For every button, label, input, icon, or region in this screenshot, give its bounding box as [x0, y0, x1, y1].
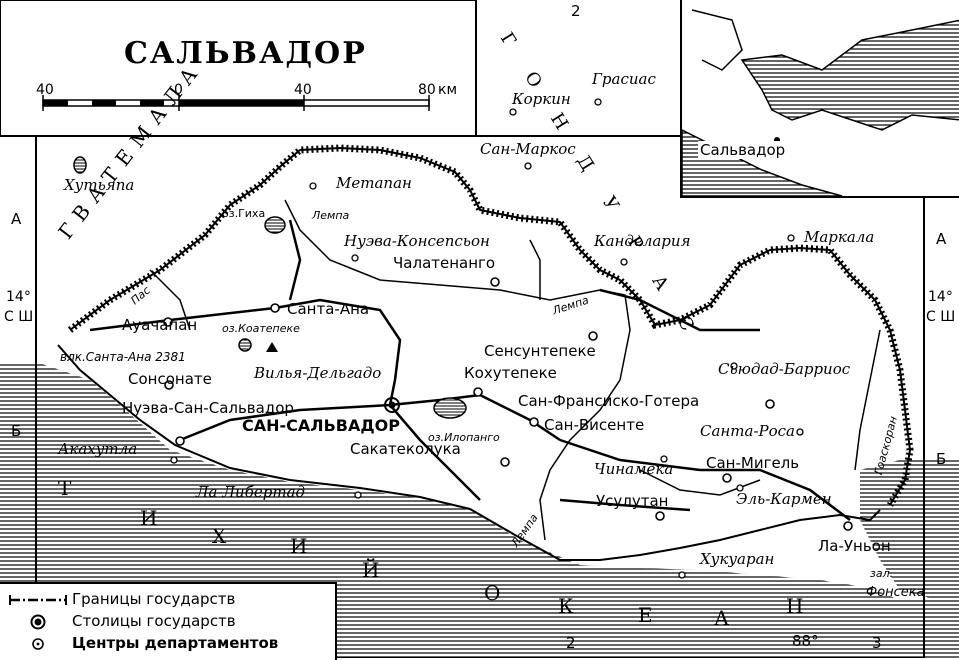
place-label: Нуэва-Консепсьон	[344, 232, 490, 250]
place-label: Эль-Кармен	[736, 490, 832, 508]
legend: Границы государств Столицы государств Це…	[0, 582, 337, 660]
place-label: Канделария	[594, 232, 691, 250]
volcano-triangle	[266, 342, 278, 352]
settlement-markers	[170, 98, 804, 579]
grid-label: А	[936, 230, 947, 248]
place-label: Санта-Роса	[700, 422, 796, 440]
place-label: Маркала	[804, 228, 875, 246]
ocean-letter: Й	[362, 558, 381, 582]
locator-inset: Сальвадор	[680, 0, 959, 198]
place-label: Метапан	[336, 174, 412, 192]
coastline	[57, 344, 881, 561]
grid-label: Б	[936, 450, 947, 468]
scale-tick-label: 0	[174, 82, 183, 98]
grid-label: А	[11, 210, 22, 228]
department-center-label: Нуэва-Сан-Сальвадор	[122, 399, 294, 417]
place-label: Грасиас	[592, 70, 656, 88]
legend-label: Столицы государств	[72, 612, 236, 630]
grid-label: 14°	[6, 289, 31, 305]
gulf-label: зал.	[870, 567, 894, 580]
scale-tick-label: 80	[418, 82, 436, 98]
department-center-label: Кохутепеке	[464, 364, 557, 382]
grid-label: Б	[11, 422, 22, 440]
department-center-label: Усулутан	[596, 492, 669, 510]
scale-unit: км	[438, 82, 458, 98]
grid-label: 2	[566, 634, 576, 652]
scale-bar	[42, 95, 430, 111]
grid-label: 2	[571, 2, 581, 20]
ocean-letter: Е	[638, 603, 654, 627]
grid-label: 3	[872, 634, 882, 652]
lake-label: оз.Коатепеке	[222, 322, 300, 335]
roads	[89, 219, 851, 521]
lake-label: оз.Илопанго	[428, 431, 500, 444]
scale-tick-label: 40	[294, 82, 312, 98]
grid-label: С Ш	[4, 309, 34, 325]
department-center-label: Сонсонате	[128, 370, 212, 388]
place-label: Чинамека	[594, 460, 674, 478]
ocean-letter: И	[140, 506, 159, 530]
volcano-label: влк.Санта-Ана 2381	[60, 350, 186, 364]
ocean-letter: Х	[212, 524, 228, 548]
place-label: Вилья-Дельгадо	[254, 364, 382, 382]
department-center-icon	[32, 638, 44, 650]
state-border	[67, 144, 914, 507]
place-label: Акахутла	[58, 440, 138, 458]
lake-guija	[264, 216, 286, 234]
grid-label: С Ш	[926, 309, 956, 325]
river-label: Лемпа	[312, 209, 350, 222]
department-center-label: Сенсунтепеке	[484, 342, 596, 360]
place-label: Коркин	[512, 90, 571, 108]
ocean-letter: А	[714, 606, 731, 630]
inset-map	[682, 9, 959, 196]
place-label: Ла-Либертад	[196, 483, 306, 501]
place-label: Хукуаран	[700, 550, 775, 568]
department-center-label: Ла-Уньон	[818, 537, 891, 555]
department-center-label: Сан-Висенте	[544, 416, 645, 434]
department-center-markers	[163, 277, 853, 531]
department-center-label: Сан-Франсиско-Готера	[518, 392, 700, 410]
department-center-label: Сакатеколука	[350, 440, 461, 458]
ocean-letter: О	[484, 581, 502, 605]
scale-tick-label: 40	[36, 82, 54, 98]
ocean-letter: Н	[786, 594, 805, 618]
ocean-letter: Т	[58, 476, 73, 500]
markers	[384, 397, 400, 413]
ocean	[0, 362, 959, 658]
inset-label: Сальвадор	[698, 141, 788, 159]
department-center-label: Чалатенанго	[393, 254, 496, 272]
department-center-label: Ауачапан	[122, 316, 198, 334]
map-title: САЛЬВАДОР	[124, 36, 367, 71]
legend-label: Границы государств	[72, 590, 236, 608]
lake-hutiapa	[73, 156, 87, 174]
legend-label: Центры департаментов	[72, 634, 279, 652]
border-icon	[9, 595, 67, 605]
ocean-letter: К	[558, 594, 575, 618]
department-center-label: Санта-Ана	[287, 300, 370, 318]
capital-label: САН-САЛЬВАДОР	[242, 416, 400, 435]
lake-coatepeque	[238, 338, 252, 352]
capital-icon	[30, 614, 46, 630]
place-label: Хутьяпа	[64, 176, 135, 194]
place-label: Сан-Маркос	[480, 140, 576, 158]
lake-ilopango	[433, 397, 467, 419]
gulf-label: Фонсека	[866, 585, 925, 600]
department-center-label: Сан-Мигель	[706, 454, 800, 472]
grid-label: 88°	[792, 632, 819, 650]
place-label: Сьюдад-Барриос	[718, 360, 851, 378]
ocean-letter: И	[290, 534, 309, 558]
lake-label: оз.Гиха	[222, 207, 266, 220]
title-box	[0, 0, 477, 137]
grid-label: 14°	[928, 289, 953, 305]
